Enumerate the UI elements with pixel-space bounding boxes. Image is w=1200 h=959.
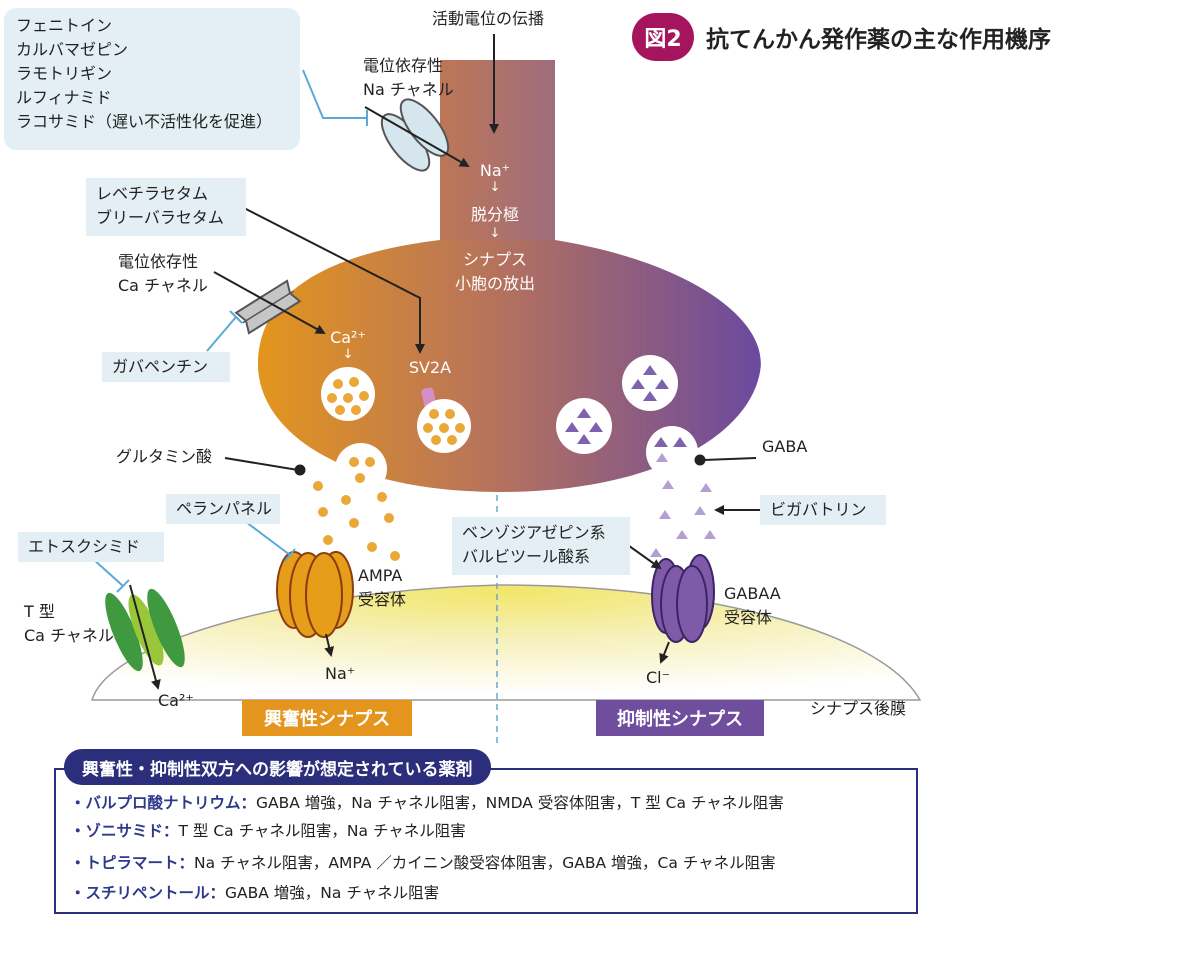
axon (440, 60, 555, 240)
panel-drug-stiripentol: ・スチリペントール：GABA 増強，Na チャネル阻害 (70, 884, 440, 902)
gaba-label: GABA (762, 437, 808, 456)
vigabatrin-box: ビガバトリン (760, 495, 886, 525)
inhibitory-synapse-label: 抑制性シナプス (596, 700, 764, 736)
drug-lacosamide: ラコサミド（遅い不活性化を促進） (16, 112, 273, 131)
gaba-vesicle-releasing (646, 426, 698, 478)
drug-barbiturates: バルビツール酸系 (462, 547, 591, 566)
panel-drug-valproate: ・バルプロ酸ナトリウム：GABA 増強，Na チャネル阻害，NMDA 受容体阻害… (70, 794, 784, 812)
glutamate-vesicle-2 (417, 399, 471, 453)
perampanel-box: ペランパネル (166, 494, 280, 524)
gaba-a-receptor-label: GABAA 受容体 (724, 584, 781, 627)
panel-drug-zonisamide: ・ゾニサミド：T 型 Ca チャネル阻害，Na チャネル阻害 (70, 822, 466, 840)
action-potential-label: 活動電位の伝播 (432, 9, 545, 28)
figure-title: 図2 抗てんかん発作薬の主な作用機序 (632, 13, 1051, 61)
sv2a-drugs-box: レベチラセタム ブリーバラセタム (86, 178, 246, 236)
panel-heading: 興奮性・抑制性双方への影響が想定されている薬剤 (64, 749, 491, 785)
ca-channel-icon (234, 279, 302, 335)
ca-post-ion: Ca²⁺ (158, 691, 194, 710)
na-channel-drugs-box: フェニトイン カルバマゼピン ラモトリギン ルフィナミド ラコサミド（遅い不活性… (4, 8, 300, 150)
gabapentin-box: ガバペンチン (102, 352, 230, 382)
glutamate-label: グルタミン酸 (116, 447, 213, 466)
vesicle-release-label-2: 小胞の放出 (454, 274, 535, 293)
released-gaba (650, 453, 716, 557)
drug-phenytoin: フェニトイン (16, 16, 113, 35)
flow-arrows (129, 34, 777, 690)
drug-lamotrigine: ラモトリギン (16, 64, 113, 83)
pointer-lines (224, 454, 757, 476)
gaba-a-receptor-icon (651, 554, 715, 643)
gaba-vesicle-1 (556, 398, 612, 454)
cascade-arrow-2: ↓ (489, 226, 501, 241)
drug-rufinamide: ルフィナミド (16, 88, 112, 107)
glutamate-vesicle-1 (321, 367, 375, 421)
panel-drug-topiramate: ・トピラマート：Na チャネル阻害，AMPA ／カイニン酸受容体阻害，GABA … (70, 854, 776, 872)
excitatory-synapse-label: 興奮性シナプス (242, 700, 412, 736)
vesicle-release-label-1: シナプス (462, 250, 527, 269)
ampa-receptor-label: AMPA 受容体 (358, 566, 407, 609)
ca-ion-label: Ca²⁺ (330, 328, 366, 347)
ethosuximide-box: エトスクシミド (18, 532, 164, 562)
drug-brivaracetam: ブリーバラセタム (96, 208, 224, 227)
na-post-ion: Na⁺ (325, 664, 356, 683)
t-type-ca-label: T 型 Ca チャネル (24, 602, 114, 645)
drug-levetiracetam: レベチラセタム (96, 184, 209, 203)
gaba-vesicle-2 (622, 355, 678, 411)
benzo-barbiturate-box: ベンゾジアゼピン系 バルビツール酸系 (452, 517, 630, 575)
ampa-receptor-icon (276, 551, 354, 638)
drug-carbamazepine: カルバマゼピン (16, 40, 129, 59)
na-channel-label: 電位依存性 Na チャネル (363, 56, 454, 99)
na-ion-label: Na⁺ (479, 161, 511, 180)
depolarization-label: 脱分極 (470, 205, 519, 224)
sv2a-label: SV2A (408, 358, 452, 377)
na-channel-icon (380, 98, 450, 172)
title-text: 抗てんかん発作薬の主な作用機序 (706, 27, 1051, 53)
cascade-arrow-1: ↓ (489, 180, 501, 195)
ca-channel-label: 電位依存性 Ca チャネル (118, 252, 208, 295)
title-badge: 図2 (632, 13, 694, 61)
cl-ion: Cl⁻ (646, 668, 671, 687)
glutamate-vesicle-releasing (335, 443, 387, 495)
released-glutamate (313, 481, 400, 561)
postsynaptic-membrane (90, 584, 922, 701)
ca-arrow: ↓ (342, 347, 354, 362)
drug-benzodiazepines: ベンゾジアゼピン系 (462, 523, 606, 542)
postsynaptic-membrane-label: シナプス後膜 (810, 699, 907, 718)
